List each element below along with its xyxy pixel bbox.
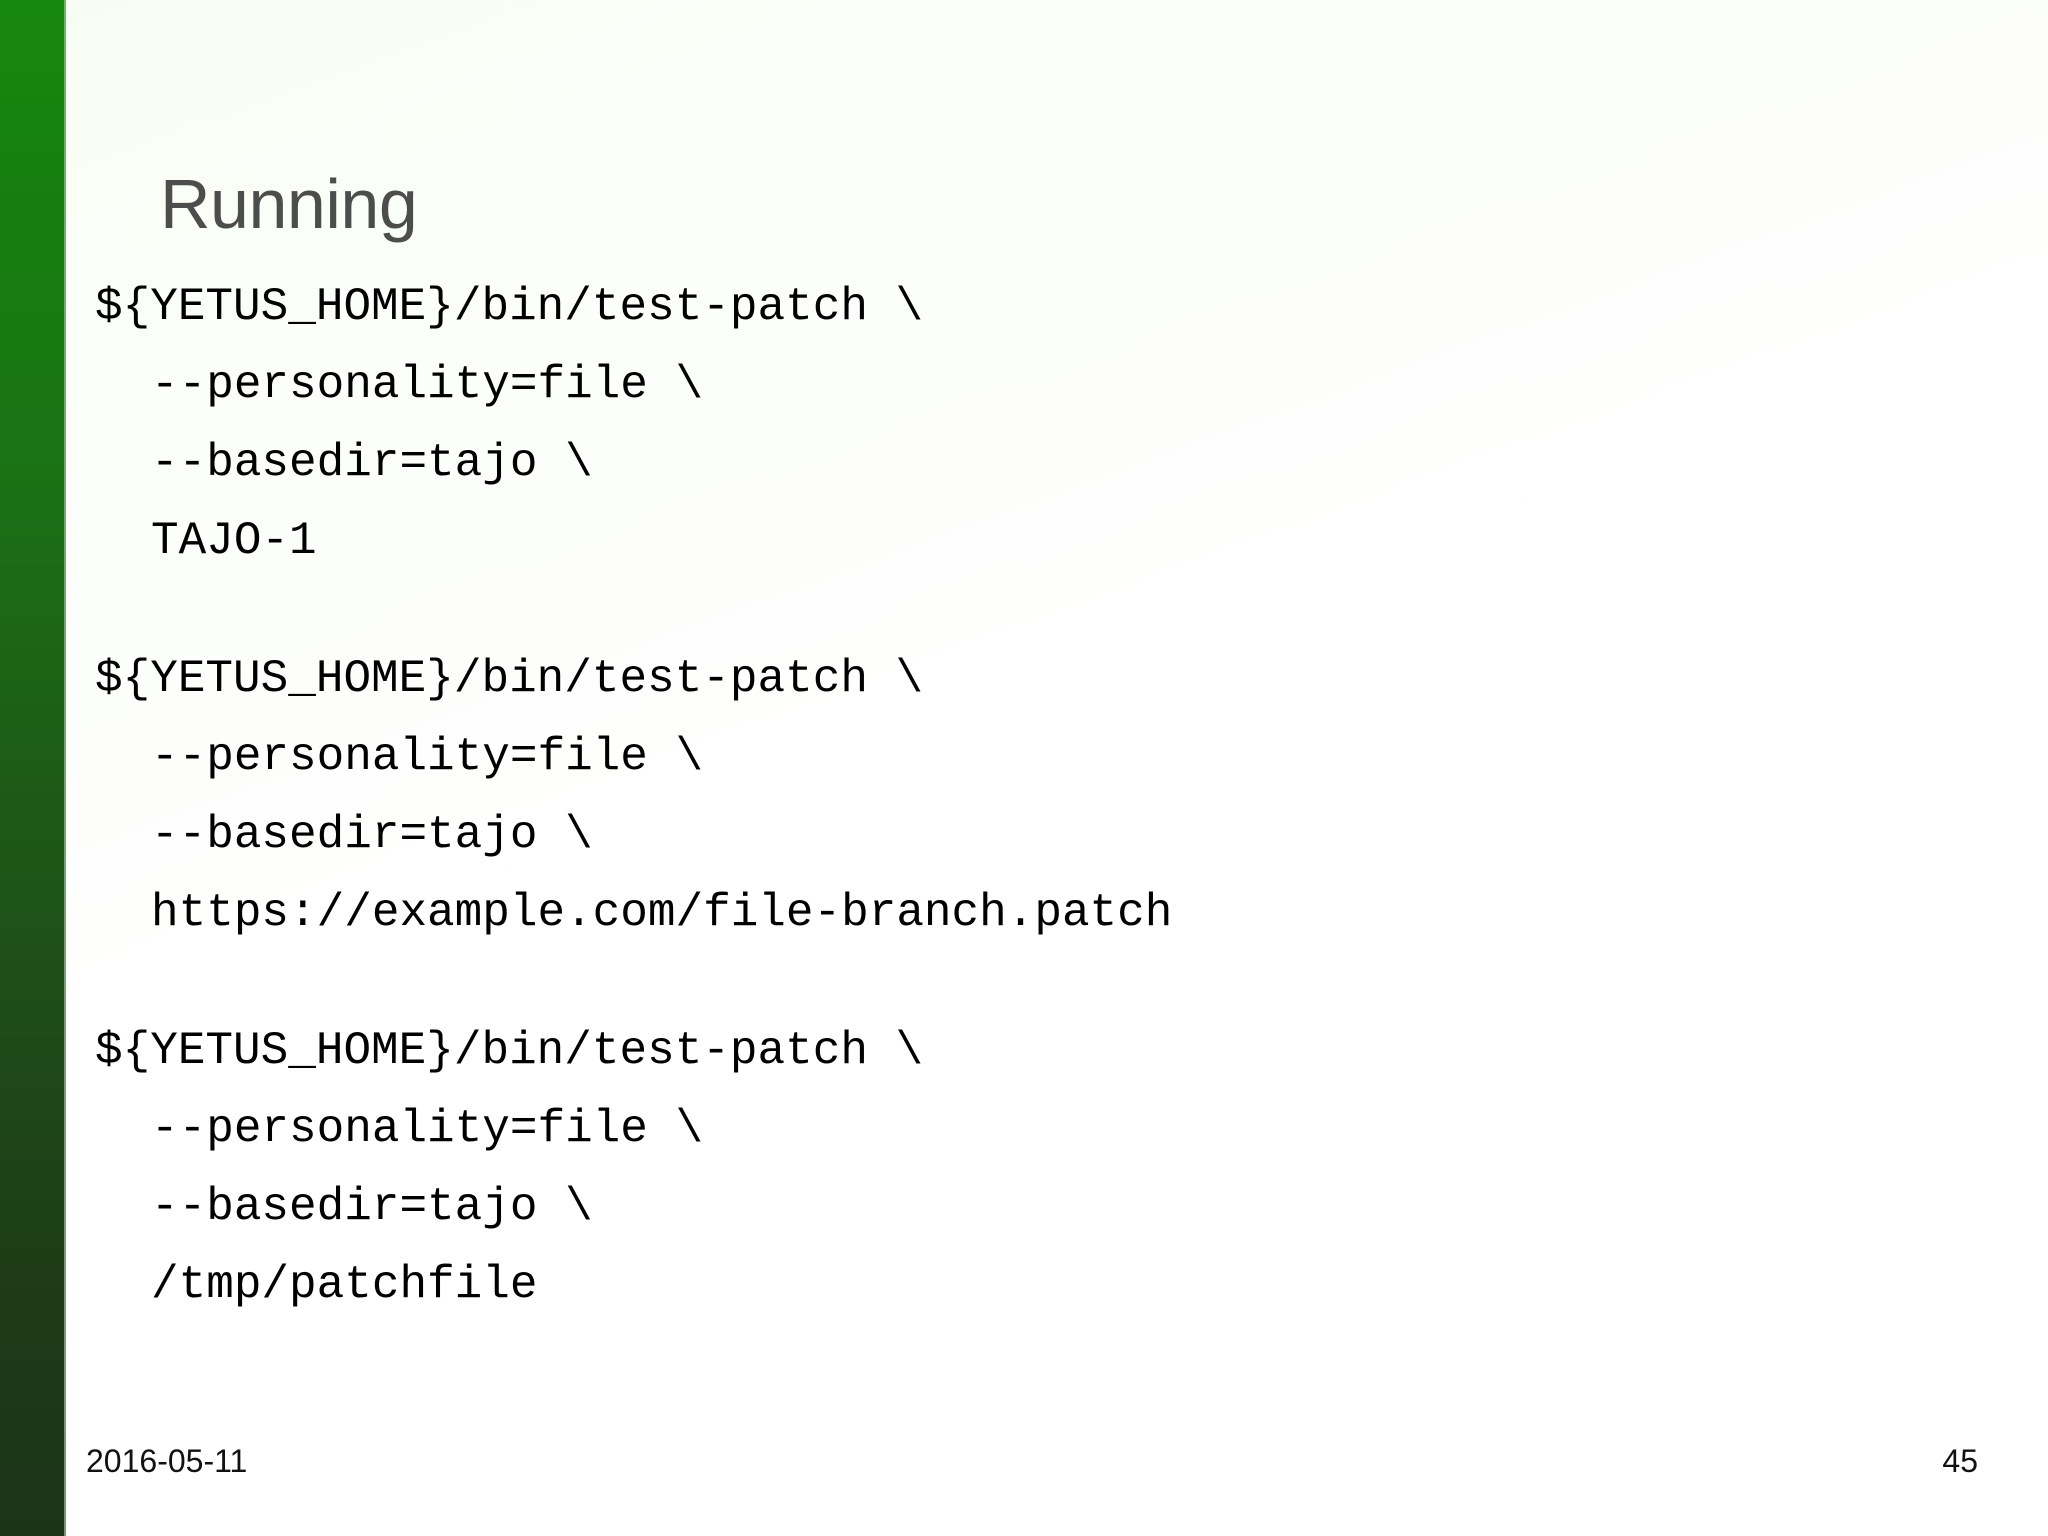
code-block: ${YETUS_HOME}/bin/test-patch \ --personal… (95, 1012, 1955, 1324)
code-line: https://example.com/file-branch.patch (151, 887, 1173, 939)
code-line: ${YETUS_HOME}/bin/test-patch \ (95, 281, 924, 333)
footer-date: 2016-05-11 (86, 1443, 248, 1479)
code-line: TAJO-1 (151, 515, 317, 567)
code-listing: ${YETUS_HOME}/bin/test-patch \ --personal… (95, 268, 1955, 1324)
left-accent-bar (0, 0, 64, 1536)
code-block: ${YETUS_HOME}/bin/test-patch \ --personal… (95, 268, 1955, 580)
code-line: ${YETUS_HOME}/bin/test-patch \ (95, 1025, 924, 1077)
page-title: Running (160, 164, 418, 243)
code-line: /tmp/patchfile (151, 1259, 538, 1311)
code-line: ${YETUS_HOME}/bin/test-patch \ (95, 653, 924, 705)
code-line: --personality=file \ (151, 1103, 704, 1155)
footer-page-number: 45 (1942, 1443, 1978, 1479)
code-line: --personality=file \ (151, 731, 704, 783)
left-accent-bar-edge (64, 0, 66, 1536)
code-line: --basedir=tajo \ (151, 437, 593, 489)
code-block: ${YETUS_HOME}/bin/test-patch \ --personal… (95, 640, 1955, 952)
code-line: --basedir=tajo \ (151, 1181, 593, 1233)
code-line: --personality=file \ (151, 359, 704, 411)
code-block-spacer (95, 580, 1955, 640)
code-block-spacer (95, 952, 1955, 1012)
code-line: --basedir=tajo \ (151, 809, 593, 861)
